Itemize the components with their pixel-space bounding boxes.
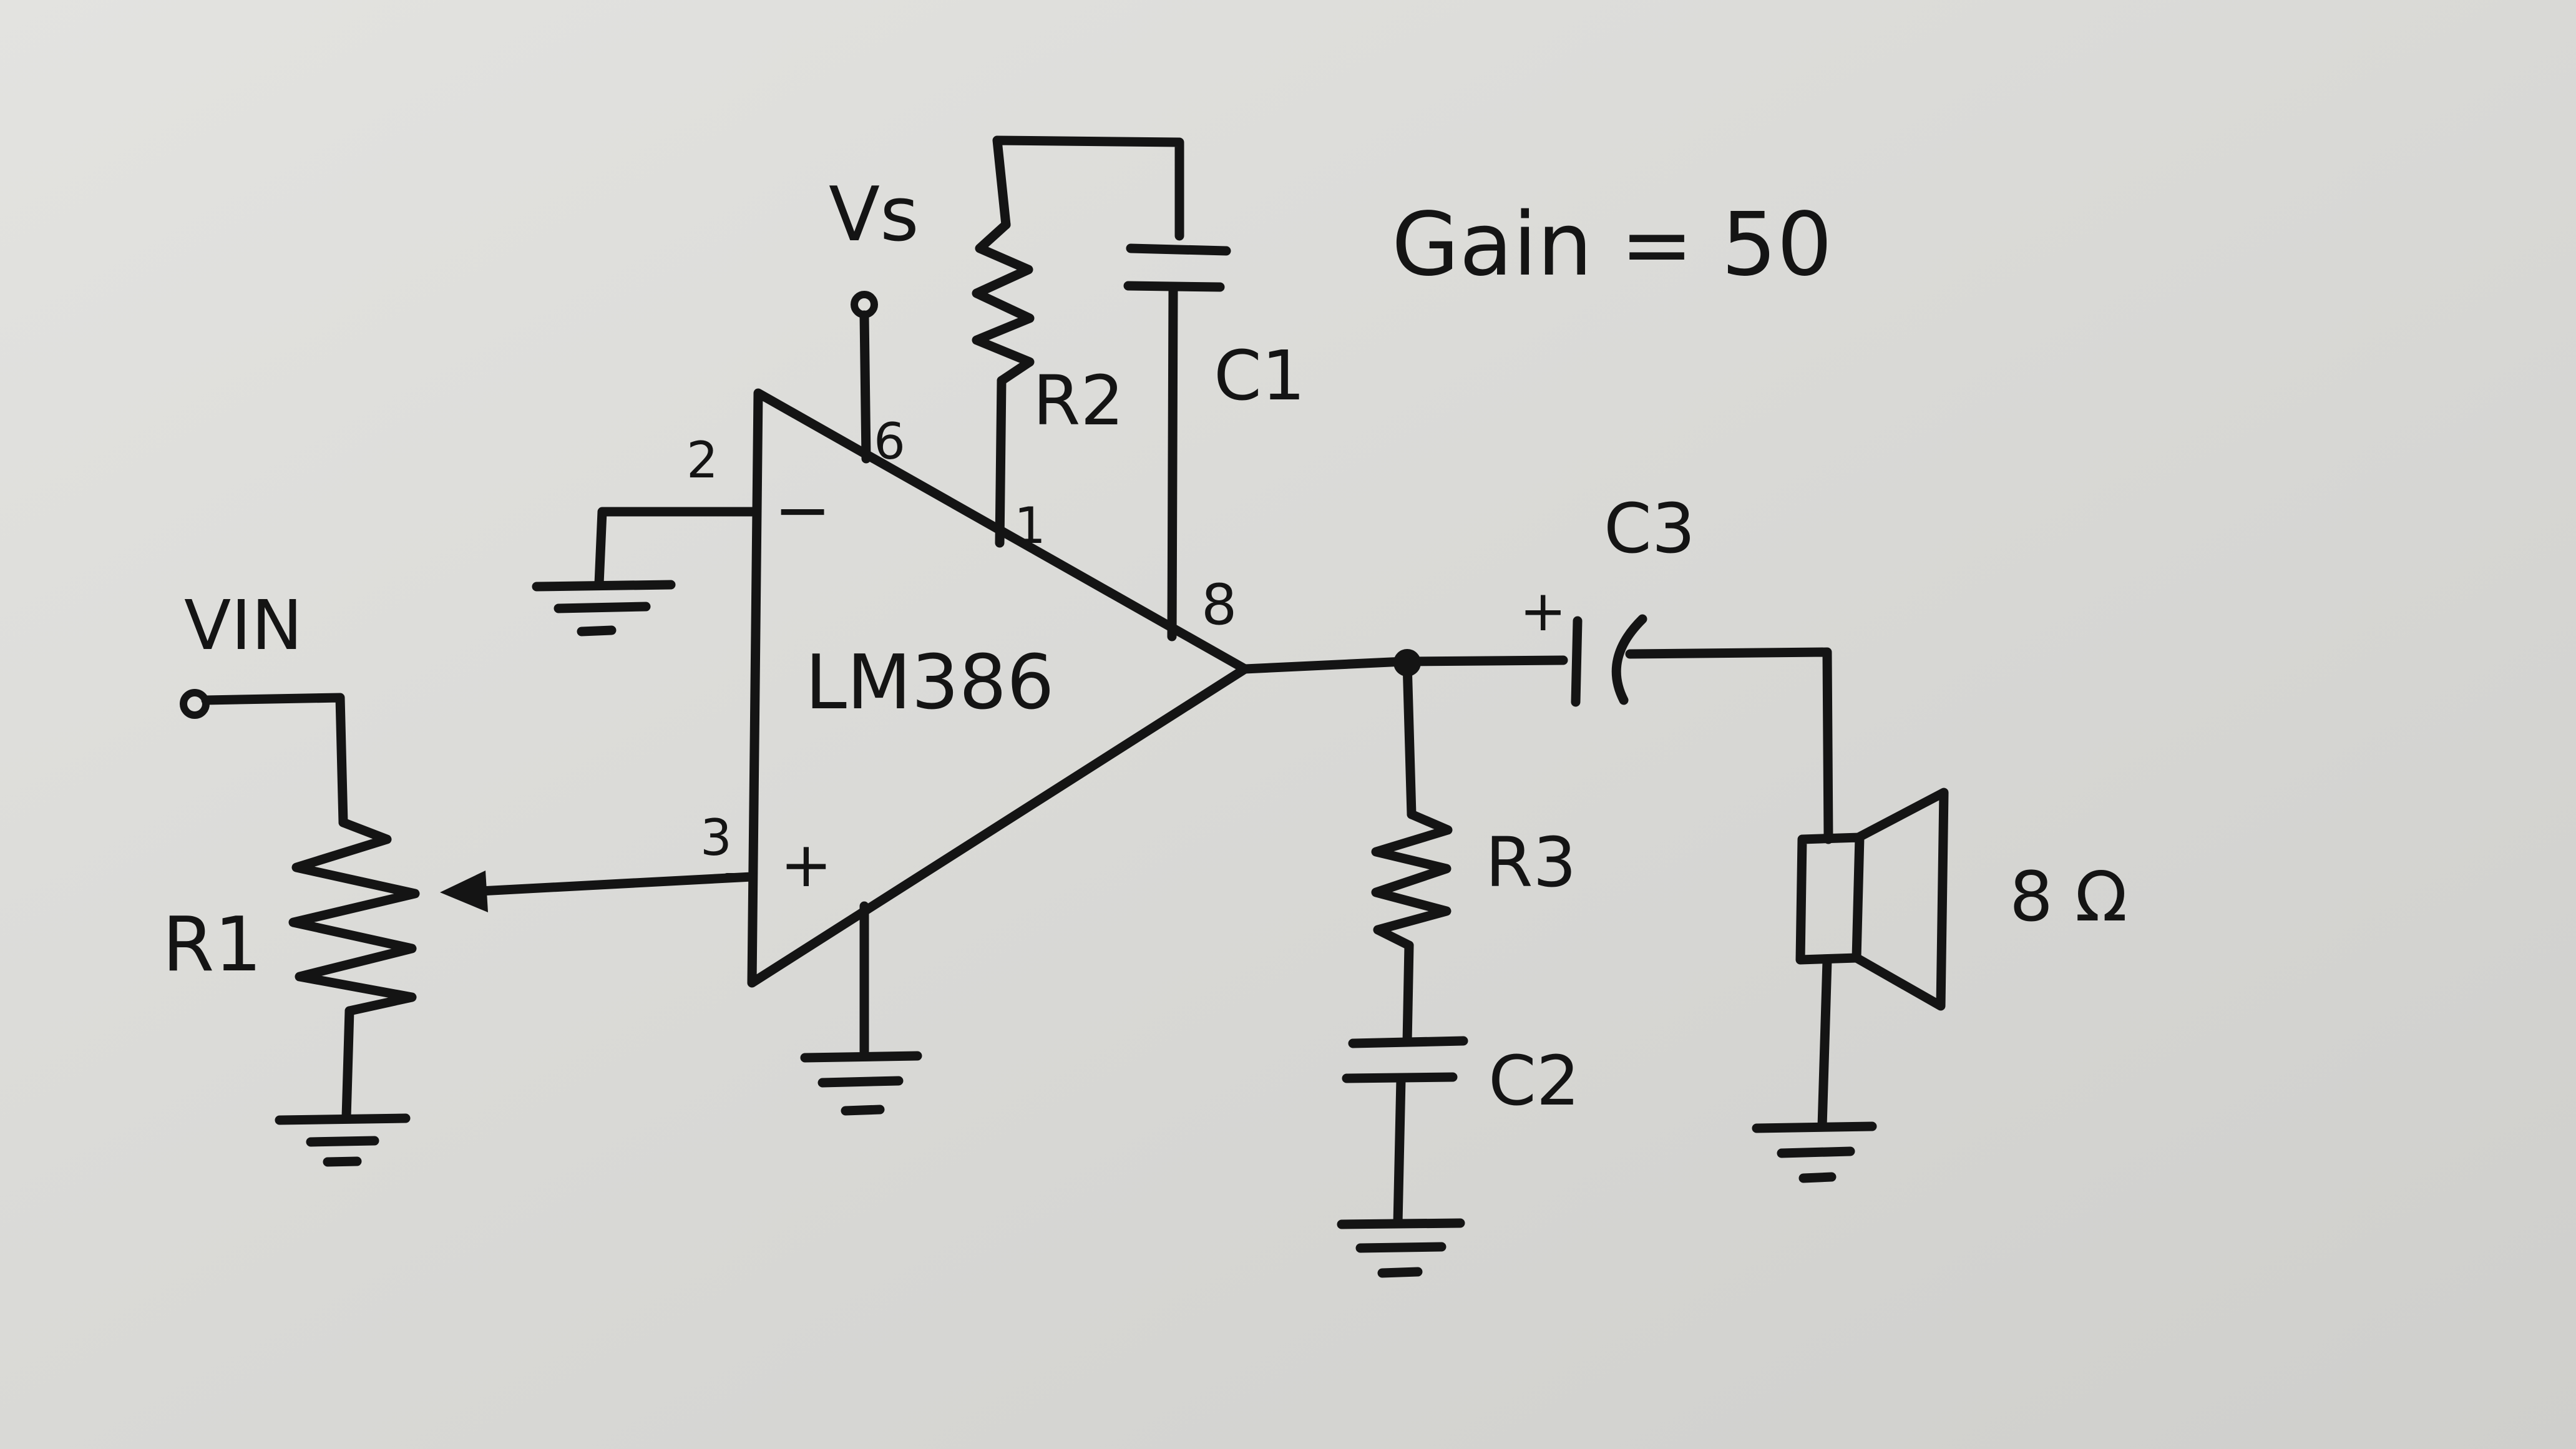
wiper-wire <box>476 872 757 896</box>
pin1-label: 1 <box>1014 497 1046 555</box>
pin2-label: 2 <box>686 431 718 489</box>
c1-top-plate <box>1126 243 1231 256</box>
pin8-wire <box>1167 283 1178 642</box>
c3-polarity-label: + <box>1520 578 1566 644</box>
speaker-ground-wire <box>1817 956 1832 1131</box>
ground-symbol-r1 <box>275 1113 411 1167</box>
gain-label: Gain = 50 <box>1392 194 1832 296</box>
pin2-wire <box>594 507 760 588</box>
ground-symbol-speaker <box>1752 1121 1877 1183</box>
r1-zigzag <box>288 817 420 1016</box>
r3-top-wire <box>1402 658 1417 819</box>
pin6-label: 6 <box>874 412 905 471</box>
pin3-label: 3 <box>700 809 732 867</box>
r1-bottom-wire <box>341 1006 354 1122</box>
c2-top-plate <box>1348 1036 1468 1048</box>
r3-zigzag <box>1371 809 1453 950</box>
r2-zigzag <box>972 220 1035 386</box>
speaker-cone <box>1852 788 1949 1011</box>
c1-label: C1 <box>1214 336 1305 416</box>
pin8-label: 8 <box>1201 572 1237 638</box>
c2-bottom-wire <box>1393 1075 1406 1228</box>
vin-label: VIN <box>184 585 303 665</box>
c3-straight-plate <box>1571 616 1583 707</box>
r3-label: R3 <box>1485 822 1576 902</box>
c3-right-wire <box>1625 647 1833 844</box>
c3-curved-plate <box>1611 614 1647 705</box>
pin6-wire <box>859 310 871 464</box>
wiper-arrowhead <box>440 871 488 912</box>
inverting-input-sign: − <box>774 470 831 550</box>
noninverting-input-sign: + <box>780 828 832 901</box>
r2-top-wire <box>992 135 1184 241</box>
vin-wire <box>201 693 348 827</box>
vs-label: Vs <box>829 172 919 258</box>
r2-label: R2 <box>1033 361 1124 441</box>
pin1-wire <box>995 376 1007 548</box>
r1-label: R1 <box>162 902 262 988</box>
r3-bottom-wire <box>1402 940 1414 1047</box>
ground-symbol-c2 <box>1337 1218 1465 1278</box>
speaker-impedance-label: 8 Ω <box>2009 857 2127 937</box>
c3-label: C3 <box>1604 489 1695 568</box>
chip-label: LM386 <box>805 640 1054 726</box>
ground-symbol-amp <box>800 1051 922 1116</box>
ground-symbol-pin2 <box>532 580 676 637</box>
c2-label: C2 <box>1488 1041 1580 1121</box>
